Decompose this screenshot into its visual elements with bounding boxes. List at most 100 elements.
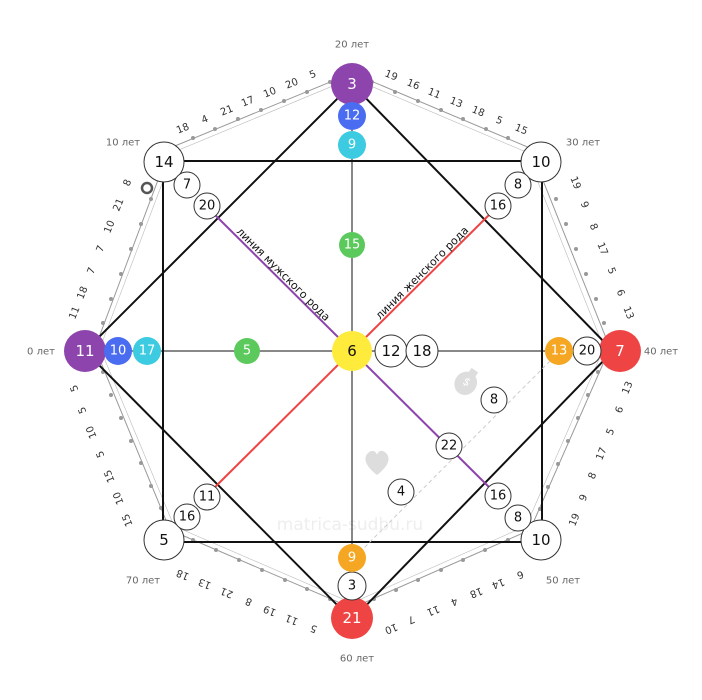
node-tr-3: 16: [484, 192, 512, 220]
svg-text:11: 11: [284, 612, 300, 627]
svg-text:18: 18: [175, 122, 191, 137]
svg-text:9: 9: [578, 200, 591, 210]
svg-text:13: 13: [621, 380, 636, 396]
svg-text:16: 16: [490, 489, 507, 504]
node-right-2: 20: [572, 336, 602, 366]
female-line-label: линия женского рода: [373, 224, 471, 322]
svg-text:16: 16: [179, 510, 196, 525]
svg-text:21: 21: [219, 104, 235, 119]
outer-ring-top-right: 19 16 11 13 18 5 15: [383, 69, 529, 138]
node-bl-main: 5: [143, 519, 185, 561]
svg-text:21: 21: [219, 585, 235, 600]
svg-text:3: 3: [347, 75, 357, 93]
node-mid-left: 5: [234, 338, 260, 364]
node-right-3: 13: [545, 337, 573, 365]
node-tl-main: 14: [143, 141, 185, 183]
svg-text:5: 5: [309, 622, 319, 635]
svg-text:8: 8: [490, 393, 498, 408]
age-70: 70 лет: [126, 576, 160, 587]
node-top-3: 9: [338, 131, 366, 159]
svg-text:20: 20: [284, 77, 300, 92]
svg-text:20: 20: [579, 344, 596, 359]
heart-icon: [365, 450, 389, 475]
svg-text:6: 6: [347, 342, 357, 360]
outer-ring-top-left: 18 4 21 17 10 20 5: [175, 69, 318, 137]
svg-text:6: 6: [515, 568, 525, 581]
svg-text:15: 15: [344, 238, 361, 253]
svg-text:5: 5: [605, 427, 618, 437]
svg-text:6: 6: [614, 288, 627, 298]
svg-text:9: 9: [578, 493, 591, 503]
svg-text:8: 8: [514, 511, 522, 526]
svg-text:12: 12: [381, 342, 400, 360]
svg-text:7: 7: [615, 342, 625, 360]
svg-text:9: 9: [348, 138, 356, 153]
svg-text:22: 22: [441, 439, 458, 454]
svg-text:13: 13: [197, 576, 213, 591]
age-20: 20 лет: [335, 40, 369, 51]
outer-ring-left-lower: 15 10 15 5 10 5 5: [69, 383, 136, 528]
svg-text:11: 11: [425, 603, 441, 618]
outer-ring-right-lower: 13 6 5 17 8 9 19: [568, 380, 636, 528]
svg-text:11: 11: [75, 342, 94, 360]
svg-text:21: 21: [342, 609, 361, 627]
svg-text:13: 13: [448, 96, 464, 111]
age-10: 10 лет: [106, 138, 140, 149]
svg-text:15: 15: [103, 468, 118, 484]
svg-text:13: 13: [621, 305, 636, 321]
svg-text:10: 10: [112, 490, 127, 506]
svg-text:10: 10: [531, 153, 550, 171]
node-bottom-2: 3: [337, 571, 367, 601]
svg-text:11: 11: [68, 305, 83, 321]
node-center-r1: 12: [374, 334, 408, 368]
svg-text:16: 16: [405, 78, 421, 93]
node-br-3: 16: [484, 482, 512, 510]
node-left-3: 17: [133, 337, 161, 365]
money-bag-icon: $: [454, 367, 479, 395]
svg-text:18: 18: [470, 105, 486, 120]
svg-text:14: 14: [154, 153, 173, 171]
watermark-text: matrica-sudbu.ru: [277, 515, 423, 535]
svg-text:9: 9: [348, 551, 356, 566]
male-line-label: линия мужского рода: [234, 225, 333, 324]
svg-text:5: 5: [95, 449, 108, 459]
node-tl-3: 20: [193, 192, 221, 220]
svg-text:19: 19: [383, 69, 399, 84]
svg-text:18: 18: [468, 585, 484, 600]
svg-text:10: 10: [531, 531, 550, 549]
svg-text:19: 19: [262, 603, 278, 618]
svg-text:7: 7: [406, 613, 416, 626]
svg-text:17: 17: [595, 241, 610, 257]
svg-text:7: 7: [86, 266, 99, 276]
node-top-2: 12: [338, 102, 366, 130]
svg-text:10: 10: [110, 344, 127, 359]
node-center-r2: 18: [405, 334, 439, 368]
svg-text:20: 20: [199, 199, 216, 214]
svg-text:17: 17: [595, 446, 610, 462]
node-bl-3: 11: [193, 483, 221, 511]
svg-text:5: 5: [159, 531, 169, 549]
node-bl-2: 16: [173, 503, 201, 531]
svg-text:8: 8: [244, 595, 254, 608]
node-left-2: 10: [104, 337, 132, 365]
svg-text:5: 5: [77, 405, 90, 415]
svg-text:10: 10: [383, 621, 399, 636]
svg-text:8: 8: [587, 471, 600, 481]
svg-text:8: 8: [587, 222, 600, 232]
node-bottom-main: 21: [331, 597, 373, 639]
svg-text:10: 10: [103, 219, 118, 235]
svg-text:18: 18: [412, 342, 431, 360]
age-50: 50 лет: [546, 576, 580, 587]
node-money-2: 22: [435, 432, 463, 460]
outer-ring-bottom-left: 5 11 19 8 21 13 18: [175, 567, 319, 635]
node-tr-main: 10: [520, 141, 562, 183]
node-top-main: 3: [331, 63, 373, 105]
svg-text:6: 6: [614, 405, 627, 415]
node-br-main: 10: [520, 519, 562, 561]
outer-ring-left-upper: 11 18 7 7 10 21 8: [68, 178, 135, 321]
svg-text:17: 17: [240, 95, 256, 110]
svg-text:5: 5: [308, 69, 318, 82]
svg-text:19: 19: [568, 175, 583, 191]
node-mid-top: 15: [339, 232, 365, 258]
svg-text:3: 3: [348, 579, 356, 594]
